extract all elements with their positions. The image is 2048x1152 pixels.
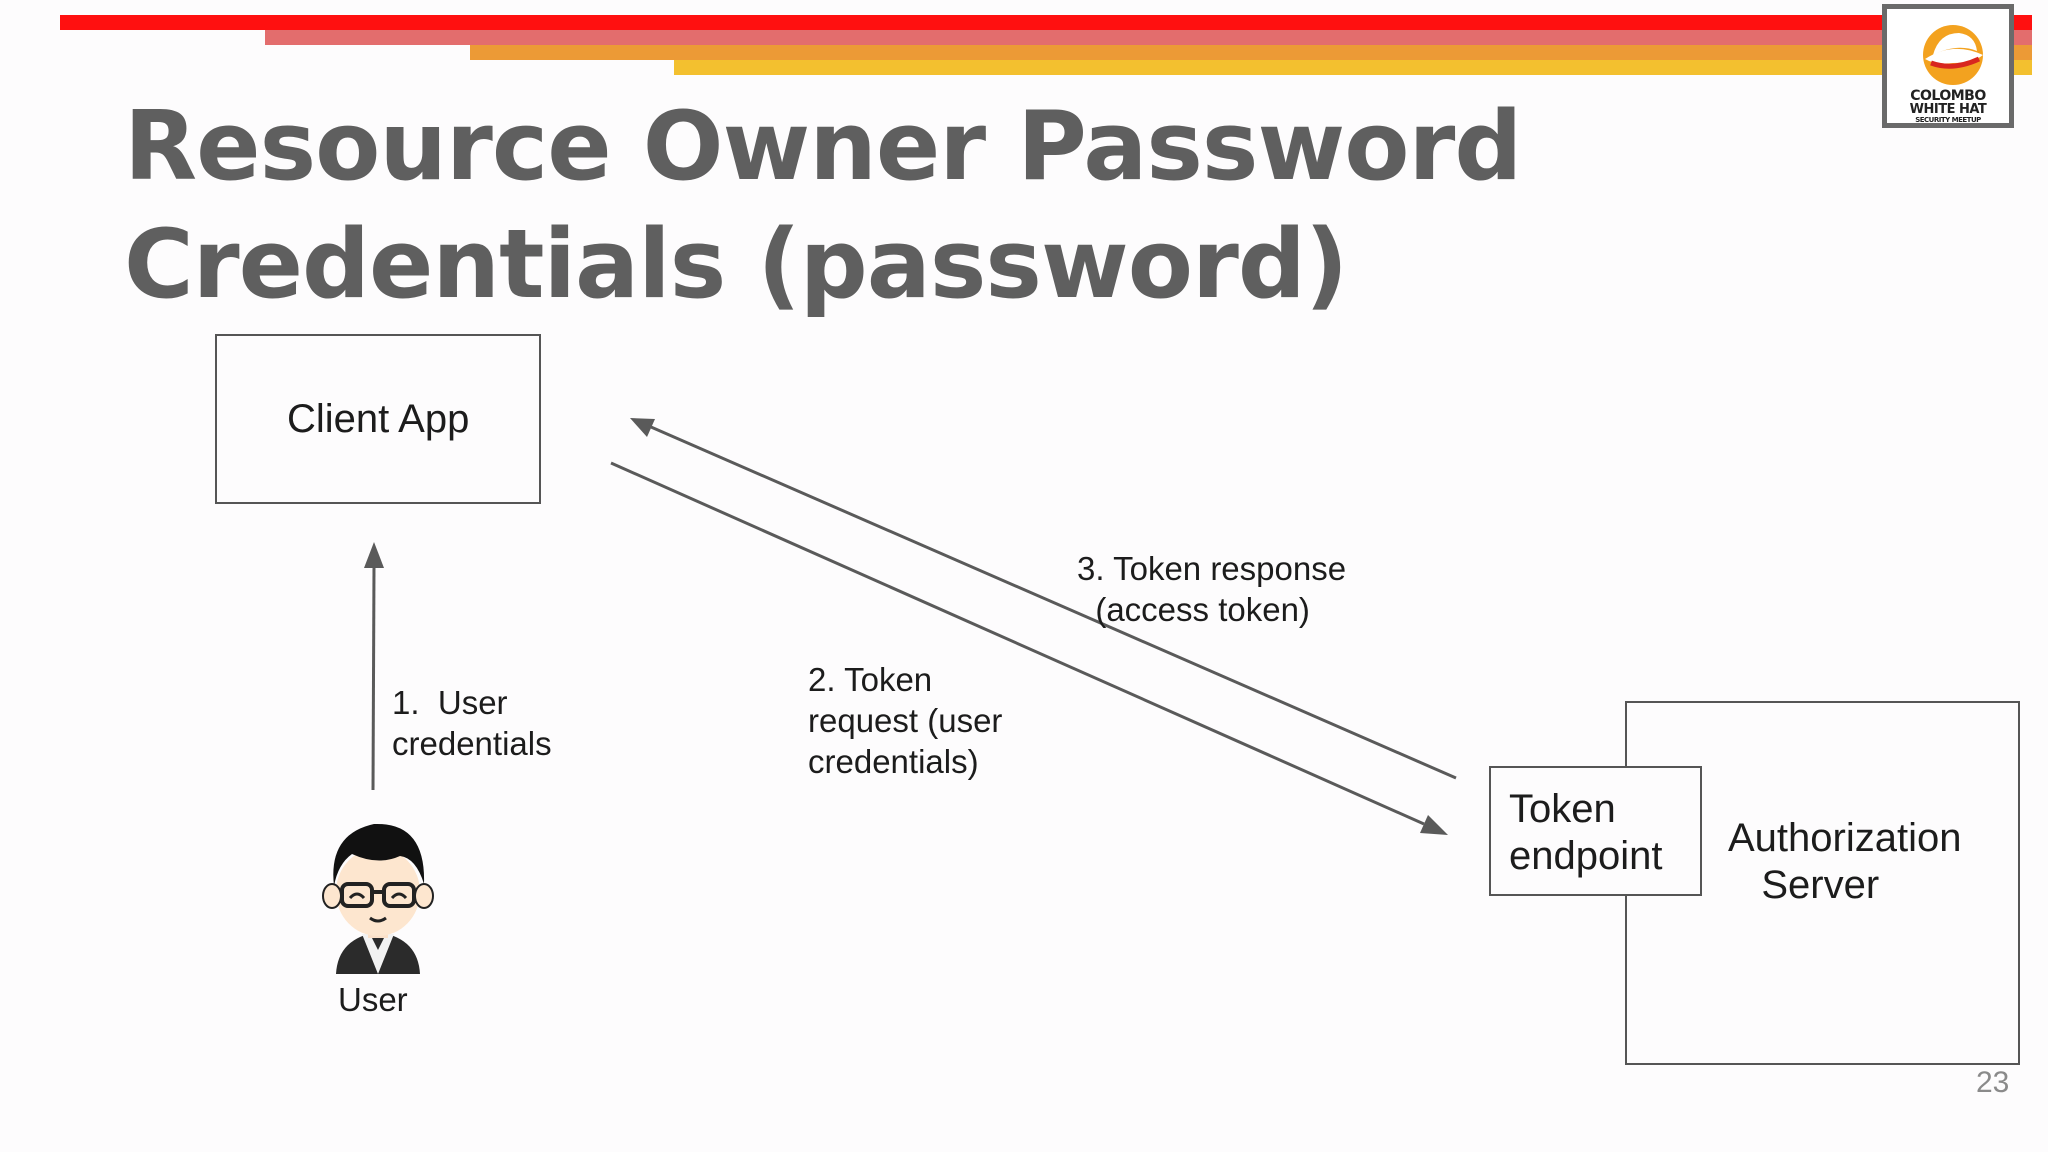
logo-text-line1: COLOMBO bbox=[1910, 88, 1986, 104]
logo: COLOMBO WHITE HAT SECURITY MEETUP bbox=[1882, 4, 2014, 128]
user-avatar-icon bbox=[322, 823, 434, 974]
token-endpoint-label: Token endpoint bbox=[1509, 787, 1663, 878]
step1-label: 1. User credentials bbox=[392, 684, 552, 762]
stripe-red bbox=[60, 15, 2032, 30]
step3-label: 3. Token response (access token) bbox=[1077, 550, 1347, 628]
stripe-orange bbox=[470, 45, 2032, 60]
client-app-label: Client App bbox=[287, 397, 470, 441]
logo-text-line3: SECURITY MEETUP bbox=[1915, 116, 1981, 124]
page-number: 23 bbox=[1976, 1066, 2010, 1099]
user-label: User bbox=[338, 981, 408, 1018]
logo-text-line2: WHITE HAT bbox=[1909, 102, 1987, 117]
step2-label: 2. Token request (user credentials) bbox=[808, 661, 1003, 780]
stripe-salmon bbox=[265, 30, 2032, 45]
authorization-server-label: Authorization Server bbox=[1728, 816, 1962, 907]
arrow-user-to-client bbox=[364, 542, 384, 791]
white-hat-logo-icon bbox=[1923, 25, 1983, 85]
stripe-yellow bbox=[674, 60, 2032, 75]
token-endpoint-box bbox=[1489, 766, 1702, 896]
arrow-client-to-token-endpoint bbox=[610, 461, 1448, 835]
arrow-token-response-to-client bbox=[630, 418, 1457, 780]
slide-title: Resource Owner Password Credentials (pas… bbox=[124, 92, 1522, 320]
client-app-box bbox=[215, 334, 541, 504]
